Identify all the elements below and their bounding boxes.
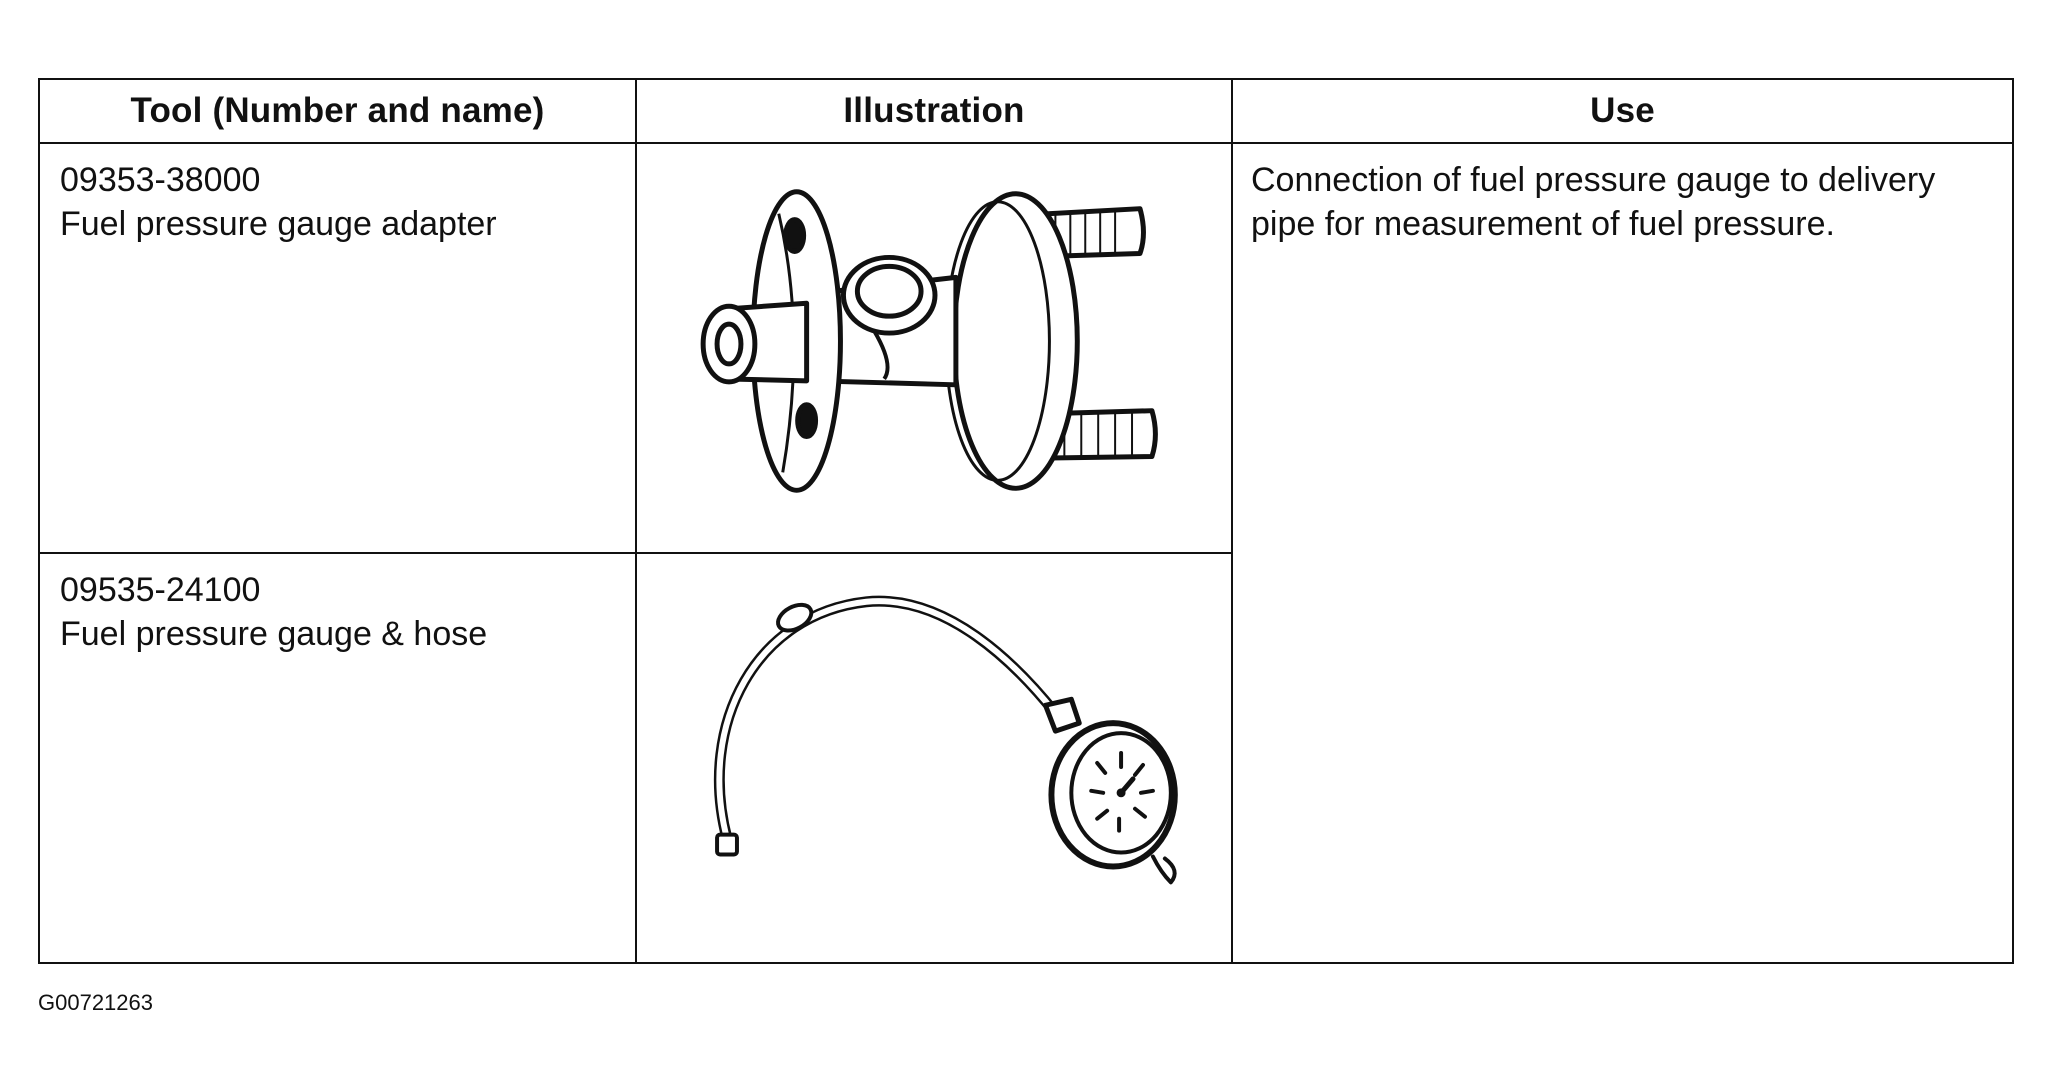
illustration-cell-row-2 <box>637 554 1233 962</box>
tool-name: Fuel pressure gauge & hose <box>60 615 488 653</box>
figure-code: G00721263 <box>38 990 153 1015</box>
fuel-pressure-gauge-hose-icon <box>713 595 1178 885</box>
header-tool: Tool (Number and name) <box>40 80 637 144</box>
header-use-label: Use <box>1590 91 1655 130</box>
tool-number: 09353-38000 <box>60 161 261 199</box>
header-illustration-label: Illustration <box>843 91 1025 130</box>
tool-cell-row-2: 09535-24100 Fuel pressure gauge & hose <box>40 554 637 962</box>
header-use: Use <box>1233 80 2012 144</box>
illustration-cell-row-1 <box>637 144 1233 554</box>
special-tools-table: Tool (Number and name) Illustration Use … <box>38 78 2014 964</box>
header-illustration: Illustration <box>637 80 1233 144</box>
fuel-pressure-gauge-adapter-icon <box>700 189 1158 493</box>
tool-number: 09535-24100 <box>60 571 261 609</box>
header-tool-label: Tool (Number and name) <box>130 91 545 130</box>
tool-cell-row-1: 09353-38000 Fuel pressure gauge adapter <box>40 144 637 554</box>
use-text-line-2: pipe for measurement of fuel pressure. <box>1251 205 1835 243</box>
use-text-line-1: Connection of fuel pressure gauge to del… <box>1251 161 1936 199</box>
use-cell: Connection of fuel pressure gauge to del… <box>1233 144 2012 962</box>
tool-name: Fuel pressure gauge adapter <box>60 205 497 243</box>
